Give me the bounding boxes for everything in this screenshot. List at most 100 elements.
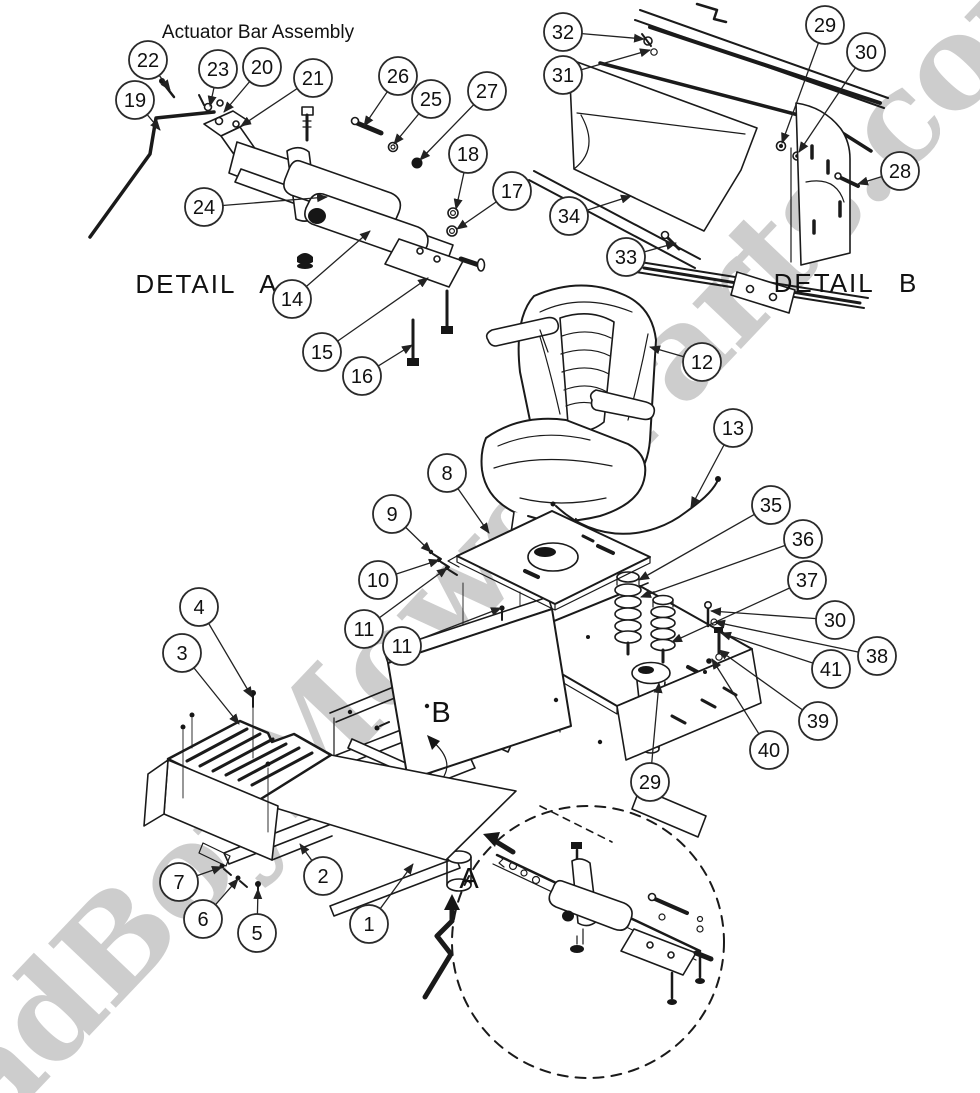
callout-22: 22 [128, 40, 171, 91]
svg-text:13: 13 [722, 418, 744, 440]
seat-springs [614, 571, 676, 664]
callout-14: 14 [272, 230, 371, 319]
svg-text:8: 8 [441, 463, 452, 485]
callout-29: 29 [781, 5, 845, 144]
svg-text:39: 39 [807, 711, 829, 733]
svg-text:5: 5 [251, 923, 262, 945]
svg-text:11: 11 [392, 636, 413, 658]
callout-25: 25 [393, 79, 451, 145]
seat-plate [428, 510, 651, 621]
svg-text:4: 4 [193, 597, 204, 619]
callout-41: 41 [720, 631, 851, 689]
callout-31: 31 [543, 48, 651, 95]
right-armrest [589, 389, 656, 421]
callout-15: 15 [302, 277, 429, 372]
left-armrest [485, 316, 560, 347]
callout-33: 33 [606, 237, 677, 277]
callout-20: 20 [223, 47, 282, 113]
svg-text:23: 23 [207, 59, 229, 81]
svg-text:31: 31 [552, 65, 574, 87]
callout-6: 6 [183, 878, 239, 939]
detail-a-assembly [88, 78, 486, 366]
callout-24: 24 [184, 187, 328, 227]
callout-35: 35 [638, 485, 791, 581]
svg-text:32: 32 [552, 22, 574, 44]
frame-front-panel [387, 608, 572, 781]
callout-40: 40 [711, 658, 789, 770]
svg-text:41: 41 [820, 659, 842, 681]
ref-letter-b: B [431, 697, 450, 729]
callout-8: 8 [427, 453, 490, 534]
svg-text:10: 10 [367, 570, 389, 592]
svg-text:9: 9 [386, 504, 397, 526]
frame-bracket [795, 102, 851, 266]
svg-text:1: 1 [363, 914, 374, 936]
svg-text:16: 16 [351, 366, 373, 388]
callout-26: 26 [363, 56, 418, 127]
svg-text:36: 36 [792, 529, 814, 551]
svg-text:21: 21 [302, 68, 324, 90]
svg-text:40: 40 [758, 740, 780, 762]
detail-b-assembly [528, 2, 889, 314]
callout-16: 16 [342, 344, 413, 396]
svg-text:25: 25 [420, 89, 442, 111]
svg-text:7: 7 [173, 872, 184, 894]
callout-4: 4 [179, 587, 253, 698]
detail-a-label: DETAIL A [135, 269, 278, 299]
assembly-title: Actuator Bar Assembly [162, 22, 355, 43]
callout-38: 38 [714, 619, 897, 676]
callout-1: 1 [349, 863, 414, 944]
ref-letter-a: A [459, 863, 479, 895]
callout-30: 30 [710, 600, 855, 640]
detail-a-arrow [483, 832, 500, 847]
svg-text:12: 12 [691, 352, 713, 374]
svg-text:34: 34 [558, 206, 580, 228]
seat [480, 284, 657, 555]
svg-text:14: 14 [281, 289, 303, 311]
callout-39: 39 [718, 649, 838, 741]
svg-text:20: 20 [251, 57, 273, 79]
callout-28: 28 [857, 151, 920, 191]
callout-11: 11 [344, 567, 448, 649]
svg-text:27: 27 [476, 81, 498, 103]
callout-19: 19 [115, 80, 161, 131]
pointer-zigzag-arrow [422, 902, 455, 1000]
detail-b-label: DETAIL B [774, 268, 919, 298]
callout-36: 36 [640, 519, 823, 598]
callout-17: 17 [456, 171, 532, 230]
callout-2: 2 [299, 843, 343, 896]
svg-text:19: 19 [124, 90, 146, 112]
svg-text:38: 38 [866, 646, 888, 668]
svg-text:30: 30 [824, 610, 846, 632]
svg-text:37: 37 [796, 570, 818, 592]
callout-11: 11 [382, 607, 502, 666]
svg-text:30: 30 [855, 42, 877, 64]
svg-text:11: 11 [354, 619, 375, 641]
detail-a-location-circle [451, 805, 725, 1079]
callout-9: 9 [372, 494, 432, 553]
svg-text:35: 35 [760, 495, 782, 517]
callout-7: 7 [159, 862, 223, 902]
svg-text:3: 3 [176, 643, 187, 665]
callout-34: 34 [549, 194, 632, 236]
svg-text:15: 15 [311, 342, 333, 364]
callout-32: 32 [543, 12, 645, 52]
callout-37: 37 [671, 560, 827, 643]
svg-text:28: 28 [889, 161, 911, 183]
svg-text:24: 24 [193, 197, 215, 219]
svg-text:2: 2 [317, 866, 328, 888]
svg-text:18: 18 [457, 144, 479, 166]
callout-21: 21 [240, 58, 333, 127]
svg-text:29: 29 [639, 772, 661, 794]
callout-23: 23 [198, 49, 238, 107]
callout-5: 5 [237, 888, 277, 953]
svg-text:17: 17 [501, 181, 523, 203]
callout-30: 30 [798, 32, 886, 153]
section-arrows [422, 832, 516, 1000]
callout-10: 10 [358, 558, 440, 600]
svg-text:22: 22 [137, 50, 159, 72]
svg-text:6: 6 [197, 909, 208, 931]
